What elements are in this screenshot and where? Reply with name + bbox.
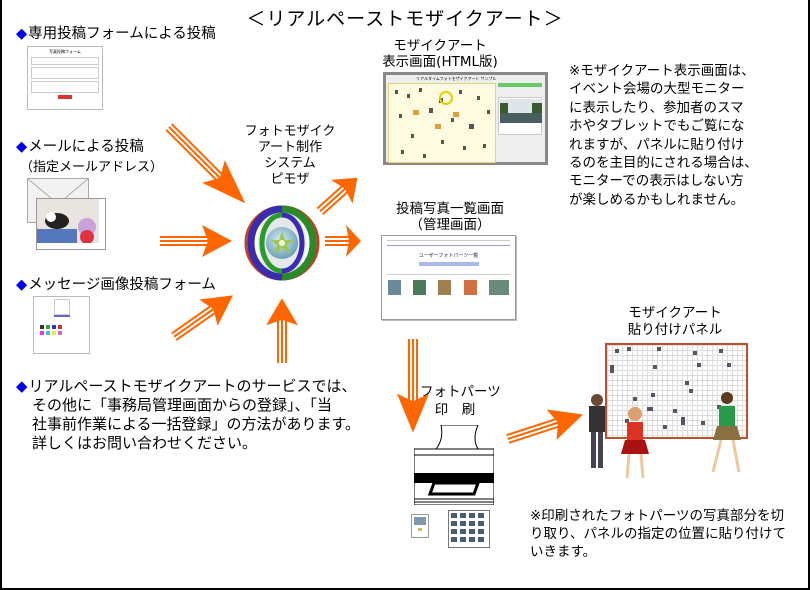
- print-label: フォトパーツ 印 刷: [420, 384, 501, 418]
- cat-photo-thumbnail: [36, 198, 106, 250]
- arrow-print-to-panel: [501, 398, 590, 456]
- other-methods-note: ◆リアルペーストモザイクアートのサービスでは、 その他に「事務局管理画面からの登…: [16, 377, 361, 452]
- pimoza-logo-icon: [244, 205, 320, 281]
- arrow-form-to-system: [156, 114, 258, 216]
- people-illustration: [583, 392, 753, 482]
- admin-screenshot-title: ユーザーフォトパーツ一覧: [418, 253, 479, 259]
- input-dedicated-form-label: ◆専用投稿フォームによる投稿: [16, 26, 216, 42]
- arrow-email-to-system: [159, 224, 233, 258]
- display-screenshot-title: リアルタイムフォトモザイクアート サンプル: [416, 76, 497, 81]
- panel-label: モザイクアート 貼り付けパネル: [627, 305, 723, 338]
- input-email-sublabel: （指定メールアドレス）: [20, 160, 164, 175]
- page-title: ＜リアルペーストモザイクアート＞: [246, 8, 564, 30]
- printer-icon: [414, 425, 494, 505]
- form-thumbnail-title: 写真投稿フォーム: [49, 49, 81, 54]
- system-label: フォトモザイク アート制作 システム ピモザ: [244, 124, 336, 187]
- printed-sheet-thumbnail: [448, 510, 490, 548]
- arrow-message-to-system: [163, 281, 244, 351]
- input-email-label: ◆メールによる投稿: [16, 139, 144, 155]
- diamond-bullet-icon: ◆: [16, 377, 28, 395]
- dedicated-form-thumbnail: 写真投稿フォーム: [27, 46, 103, 110]
- diamond-bullet-icon: ◆: [16, 26, 28, 42]
- display-screen-thumbnail: リアルタイムフォトモザイクアート サンプル: [383, 72, 548, 165]
- admin-screen-label: 投稿写真一覧画面 （管理画面）: [396, 201, 504, 233]
- printed-card-thumbnail: [411, 514, 429, 538]
- input-message-form-label: ◆メッセージ画像投稿フォーム: [16, 277, 216, 293]
- admin-screen-thumbnail: ユーザーフォトパーツ一覧: [381, 235, 516, 320]
- message-form-thumbnail: [33, 296, 90, 354]
- diamond-bullet-icon: ◆: [16, 139, 28, 155]
- print-note: ※印刷されたフォトパーツの写真部分を切 り取り、パネルの指定の位置に貼り付けて …: [530, 508, 786, 560]
- arrow-system-to-admin: [324, 224, 362, 258]
- diamond-bullet-icon: ◆: [16, 277, 28, 293]
- display-screen-label: モザイクアート 表示画面(HTML版): [382, 38, 498, 70]
- display-screen-note: ※モザイクアート表示画面は、 イベント会場の大型モニター に表示したり、参加者の…: [569, 63, 758, 208]
- arrow-other-to-system: [265, 297, 299, 364]
- arrow-admin-to-print: [395, 337, 431, 434]
- arrow-system-to-display: [308, 164, 370, 225]
